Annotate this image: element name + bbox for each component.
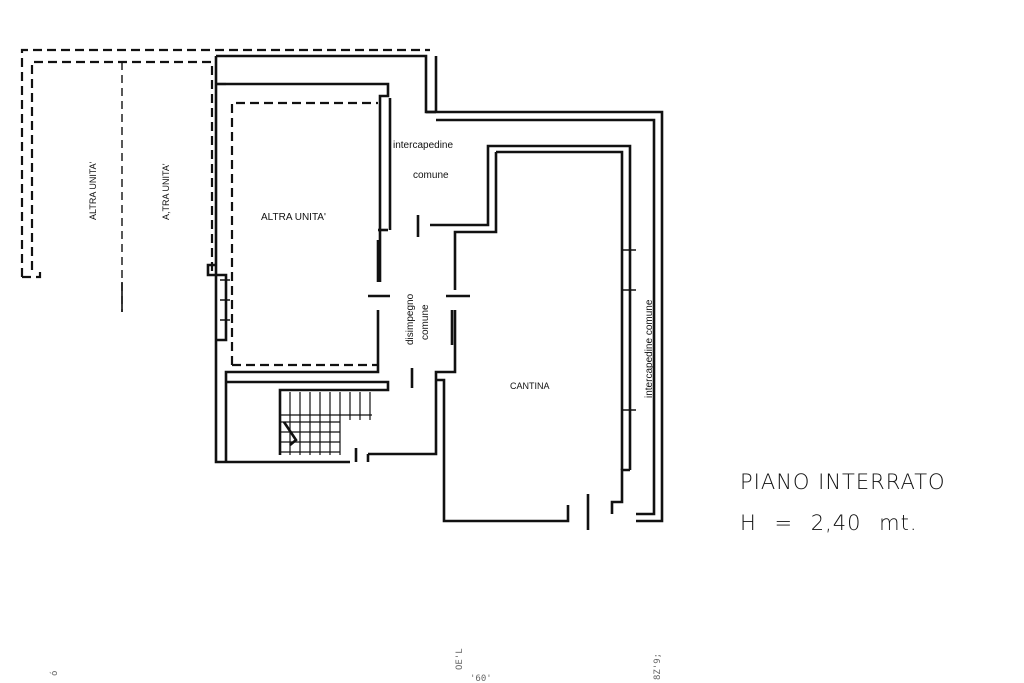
ceiling-height: H = 2,40 mt. — [740, 511, 918, 535]
floor-title: PIANO INTERRATO — [740, 470, 946, 494]
label-intercapedine-top-2: comune — [413, 170, 449, 181]
label-intercapedine-right: intercapedine comune — [644, 299, 655, 398]
label-disimpegno-1: disimpegno — [405, 293, 416, 345]
left-dashed-units — [20, 48, 430, 312]
intercapedine-top-walls — [388, 98, 632, 290]
label-altra-unita-2: A,TRA UNITA' — [161, 163, 171, 220]
title-block: PIANO INTERRATO H = 2,40 mt. — [740, 470, 946, 535]
staircase — [226, 380, 390, 455]
disimpegno-walls — [224, 215, 470, 462]
label-altra-unita-3: ALTRA UNITA' — [261, 212, 326, 223]
label-disimpegno-2: comune — [420, 304, 431, 340]
outer-walls — [214, 54, 664, 523]
left-notches — [206, 263, 230, 342]
margin-mark-right-vertical: 8Z'9; — [653, 653, 663, 680]
margin-mark-middle-vertical: OE'L — [455, 648, 465, 670]
label-intercapedine-top-1: intercapedine — [393, 140, 453, 151]
label-altra-unita-1: ALTRA UNITA' — [88, 161, 98, 220]
margin-mark-middle: '60' — [470, 674, 492, 683]
central-altra-unita — [230, 101, 388, 367]
margin-mark-left: ó — [49, 671, 60, 676]
cantina-walls — [436, 240, 636, 530]
label-cantina: CANTINA — [510, 381, 550, 391]
